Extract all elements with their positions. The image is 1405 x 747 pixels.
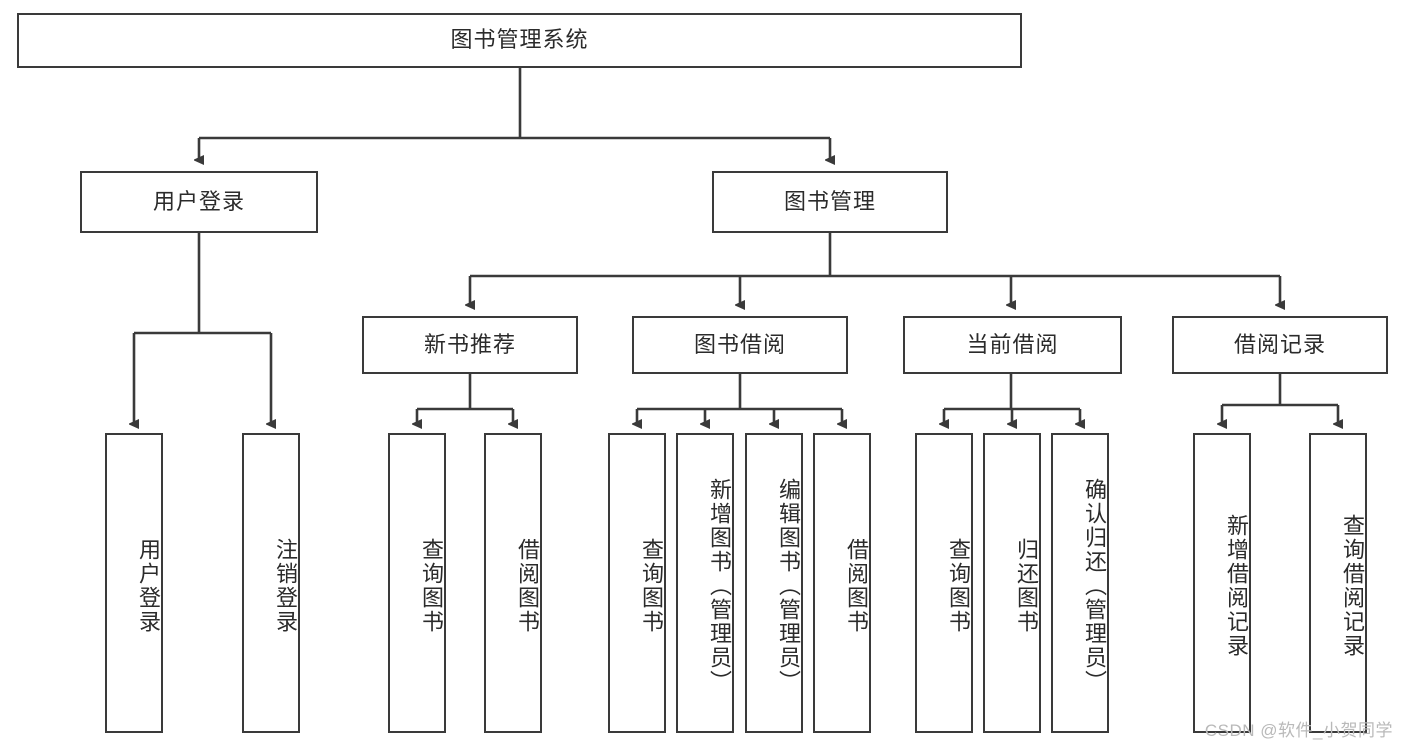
node-label: 查询借阅记录: [1340, 514, 1365, 658]
leaf-recommend-query-book[interactable]: 查询图书: [388, 433, 446, 733]
leaf-borrow-edit-book-admin[interactable]: 编辑图书（管理员）: [745, 433, 803, 733]
node-label: 确认归还（管理员）: [1082, 478, 1107, 694]
node-label: 查询图书: [946, 538, 971, 634]
node-label: 注销登录: [273, 538, 298, 634]
node-user-login[interactable]: 用户登录: [80, 171, 318, 233]
node-current-borrow[interactable]: 当前借阅: [903, 316, 1122, 374]
node-label: 新书推荐: [423, 331, 516, 357]
leaf-user-login-login[interactable]: 用户登录: [105, 433, 163, 733]
node-label: 借阅图书: [515, 538, 540, 634]
node-root-system[interactable]: 图书管理系统: [17, 13, 1022, 68]
node-label: 图书管理系统: [450, 27, 589, 53]
leaf-record-query-record[interactable]: 查询借阅记录: [1309, 433, 1367, 733]
leaf-borrow-borrow-book[interactable]: 借阅图书: [813, 433, 871, 733]
leaf-current-return-book[interactable]: 归还图书: [983, 433, 1041, 733]
leaf-user-login-logout[interactable]: 注销登录: [242, 433, 300, 733]
leaf-current-query-book[interactable]: 查询图书: [915, 433, 973, 733]
leaf-record-add-record[interactable]: 新增借阅记录: [1193, 433, 1251, 733]
node-borrow-record[interactable]: 借阅记录: [1172, 316, 1388, 374]
node-label: 新增图书（管理员）: [707, 478, 732, 694]
node-label: 当前借阅: [966, 331, 1059, 357]
node-label: 图书管理: [783, 188, 876, 214]
node-label: 查询图书: [419, 538, 444, 634]
node-book-borrow[interactable]: 图书借阅: [632, 316, 848, 374]
node-label: 用户登录: [136, 538, 161, 634]
node-label: 用户登录: [152, 188, 245, 214]
csdn-watermark: CSDN @软件_小贺同学: [1204, 721, 1393, 740]
leaf-recommend-borrow-book[interactable]: 借阅图书: [484, 433, 542, 733]
node-label: 借阅记录: [1233, 331, 1326, 357]
node-book-management[interactable]: 图书管理: [712, 171, 948, 233]
node-label: 查询图书: [639, 538, 664, 634]
node-label: 归还图书: [1014, 538, 1039, 634]
leaf-current-confirm-return-admin[interactable]: 确认归还（管理员）: [1051, 433, 1109, 733]
node-new-book-recommend[interactable]: 新书推荐: [362, 316, 578, 374]
node-label: 编辑图书（管理员）: [776, 478, 801, 694]
node-label: 借阅图书: [844, 538, 869, 634]
leaf-borrow-query-book[interactable]: 查询图书: [608, 433, 666, 733]
leaf-borrow-add-book-admin[interactable]: 新增图书（管理员）: [676, 433, 734, 733]
node-label: 新增借阅记录: [1224, 514, 1249, 658]
node-label: 图书借阅: [693, 331, 786, 357]
